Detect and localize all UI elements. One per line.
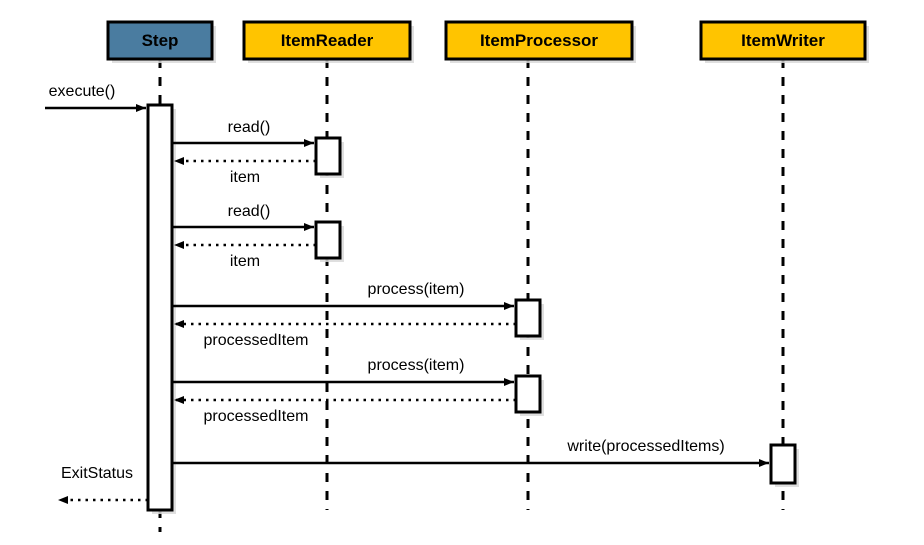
activations-layer <box>146 103 799 514</box>
msg-process-1-label: process(item) <box>368 281 465 298</box>
participant-header-box <box>242 20 412 61</box>
participant-header-box <box>444 20 634 61</box>
participant-header-label: ItemReader <box>281 31 374 50</box>
processor-activation-1 <box>514 298 542 338</box>
msg-processeditem-1-label: processedItem <box>204 332 309 349</box>
writer-activation-1 <box>769 443 797 485</box>
msg-write-label: write(processedItems) <box>566 438 724 455</box>
msg-read-1-label: read() <box>228 119 271 136</box>
participant-header-label: Step <box>142 31 179 50</box>
msg-read-2-label: read() <box>228 203 271 220</box>
participant-header-step[interactable]: Step <box>106 20 216 63</box>
msg-exitstatus-label: ExitStatus <box>61 465 133 482</box>
msg-item-1-label: item <box>230 169 260 186</box>
msg-item-2-label: item <box>230 253 260 270</box>
msg-process-2-label: process(item) <box>368 357 465 374</box>
processor-activation-2 <box>514 374 542 414</box>
participant-header-itemprocessor[interactable]: ItemProcessor <box>444 20 636 63</box>
participant-header-label: ItemProcessor <box>480 31 598 50</box>
participant-headers-layer: Step ItemReader ItemProcessor ItemWriter <box>106 20 869 63</box>
msg-execute-label: execute() <box>49 83 116 100</box>
participant-header-itemreader[interactable]: ItemReader <box>242 20 414 63</box>
reader-activation-2 <box>314 220 342 260</box>
participant-header-label: ItemWriter <box>741 31 825 50</box>
participant-header-box <box>699 20 867 61</box>
msg-processeditem-2-label: processedItem <box>204 408 309 425</box>
participant-header-box <box>106 20 214 61</box>
messages-layer: execute() read() item read() item process(ite… <box>45 83 769 504</box>
participant-header-itemwriter[interactable]: ItemWriter <box>699 20 869 63</box>
reader-activation-1 <box>314 136 342 176</box>
step-activation <box>146 103 174 512</box>
